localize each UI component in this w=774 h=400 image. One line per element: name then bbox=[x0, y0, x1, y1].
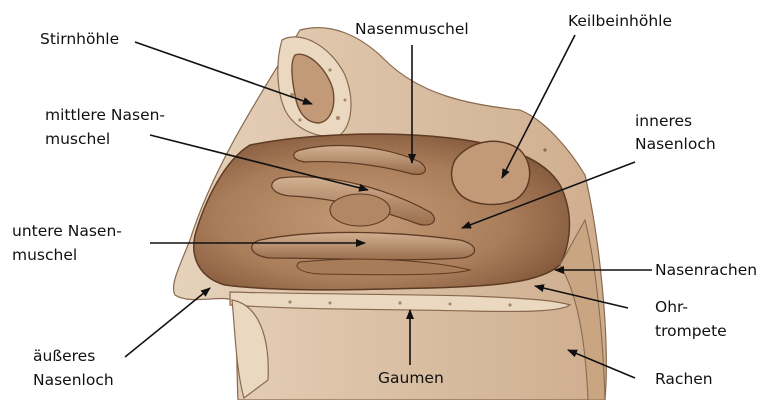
label-nasenmuschel: Nasenmuschel bbox=[355, 18, 469, 40]
label-nasenrachen: Nasenrachen bbox=[655, 259, 757, 281]
middle-turbinate-bulge bbox=[330, 194, 390, 226]
label-ohrtrompete-line1: Ohr- bbox=[655, 296, 688, 318]
label-ohrtrompete-line2: trompete bbox=[655, 320, 727, 342]
label-rachen: Rachen bbox=[655, 368, 713, 390]
label-aeusseres-nasenloch-line1: äußeres bbox=[33, 345, 95, 367]
label-gaumen: Gaumen bbox=[378, 367, 444, 389]
label-untere-nasenmuschel-line2: muschel bbox=[12, 244, 77, 266]
label-mittlere-nasenmuschel-line2: muschel bbox=[45, 128, 110, 150]
label-keilbeinhoehle: Keilbeinhöhle bbox=[568, 10, 672, 32]
label-aeusseres-nasenloch-line2: Nasenloch bbox=[33, 369, 114, 391]
sphenoid-sinus bbox=[452, 141, 530, 204]
label-inneres-nasenloch-line1: inneres bbox=[635, 110, 692, 132]
label-inneres-nasenloch-line2: Nasenloch bbox=[635, 133, 716, 155]
label-stirnhoehle: Stirnhöhle bbox=[40, 28, 119, 50]
label-mittlere-nasenmuschel-line1: mittlere Nasen- bbox=[45, 104, 165, 126]
label-untere-nasenmuschel-line1: untere Nasen- bbox=[12, 220, 122, 242]
leader-aeusseres-nasenloch bbox=[125, 288, 210, 357]
